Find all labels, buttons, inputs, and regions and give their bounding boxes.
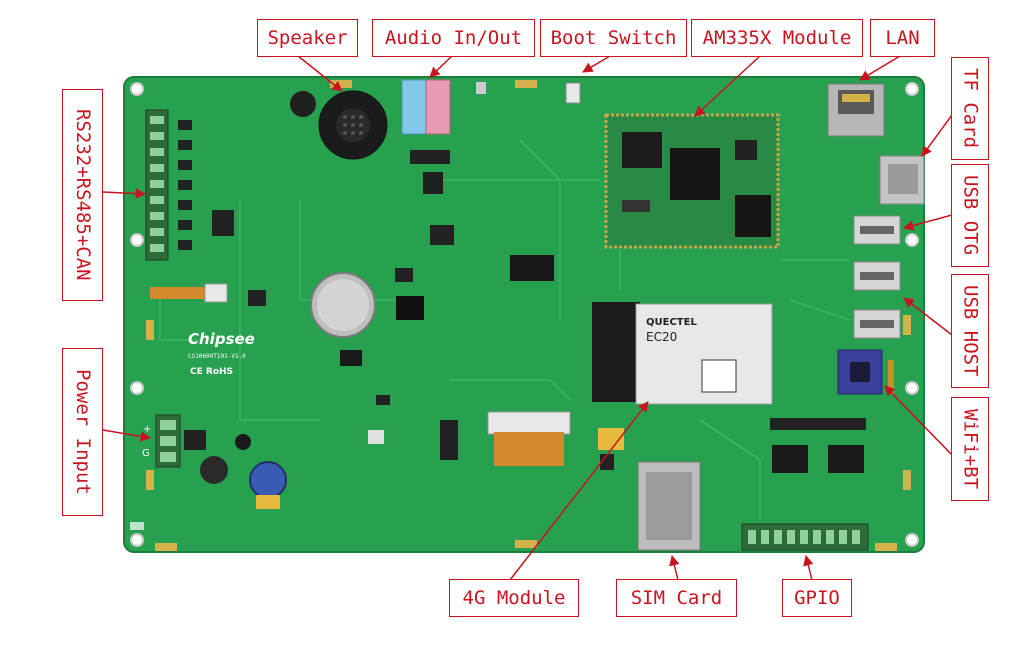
tf-card-slot bbox=[879, 155, 925, 205]
arrow-usb-host bbox=[903, 297, 953, 336]
arrow-usb-otg bbox=[902, 214, 953, 231]
arrow-sim bbox=[669, 554, 680, 581]
label-lan: LAN bbox=[870, 19, 935, 57]
label-4g-module: 4G Module bbox=[449, 579, 579, 617]
power-input-terminal bbox=[130, 414, 287, 530]
label-speaker: Speaker bbox=[257, 19, 358, 57]
label-usb-otg: USB OTG bbox=[951, 164, 989, 267]
board-model-text: CS10600T101-V1.0 bbox=[188, 353, 246, 360]
arrow-tf bbox=[921, 114, 953, 157]
label-wifi-bt: WiFi+BT bbox=[951, 397, 989, 501]
lan-port bbox=[827, 83, 885, 137]
arrow-gpio bbox=[803, 554, 814, 581]
gpio-header bbox=[741, 418, 869, 551]
callout-arrows bbox=[102, 55, 953, 581]
pcb bbox=[123, 76, 925, 553]
board-marks-text: CE RoHS bbox=[190, 367, 233, 377]
arrow-power bbox=[102, 429, 152, 442]
usb-ports bbox=[853, 215, 901, 339]
label-boot: Boot Switch bbox=[540, 19, 687, 57]
speaker-component bbox=[290, 90, 388, 160]
coin-cell-battery bbox=[310, 272, 424, 366]
label-power-input: Power Input bbox=[62, 348, 103, 516]
flex-cable bbox=[150, 283, 266, 306]
serial-terminal-block bbox=[145, 109, 234, 261]
mounting-holes bbox=[130, 82, 919, 547]
arrow-boot bbox=[582, 55, 611, 73]
audio-jacks bbox=[401, 79, 451, 194]
arrow-serial bbox=[102, 188, 147, 199]
arrow-speaker bbox=[297, 55, 343, 92]
label-tf-card: TF Card bbox=[951, 57, 989, 160]
power-plus-mark: + bbox=[143, 424, 151, 435]
ic-chips bbox=[368, 225, 554, 460]
arrow-4g bbox=[509, 401, 649, 581]
boot-switch bbox=[476, 82, 581, 104]
arrow-am335x bbox=[694, 55, 761, 117]
am335x-module bbox=[604, 113, 780, 249]
arrow-audio bbox=[429, 55, 453, 78]
ribbon-connector bbox=[487, 411, 624, 470]
label-serial: RS232+RS485+CAN bbox=[62, 89, 103, 301]
label-am335x: AM335X Module bbox=[691, 19, 863, 57]
board-brand-text: Chipsee bbox=[188, 330, 255, 348]
power-g-mark: G bbox=[142, 448, 150, 459]
modem-brand-text: QUECTEL bbox=[646, 317, 697, 328]
modem-model-text: EC20 bbox=[646, 330, 677, 344]
wifi-bt-module bbox=[837, 349, 894, 395]
sim-card-slot bbox=[637, 461, 701, 551]
4g-module-card bbox=[592, 302, 773, 405]
label-audio: Audio In/Out bbox=[372, 19, 535, 57]
label-sim-card: SIM Card bbox=[616, 579, 737, 617]
label-usb-host: USB HOST bbox=[951, 274, 989, 388]
arrow-lan bbox=[859, 55, 901, 81]
arrow-wifi bbox=[884, 385, 953, 456]
label-gpio: GPIO bbox=[782, 579, 852, 617]
pcb-traces bbox=[159, 139, 851, 520]
